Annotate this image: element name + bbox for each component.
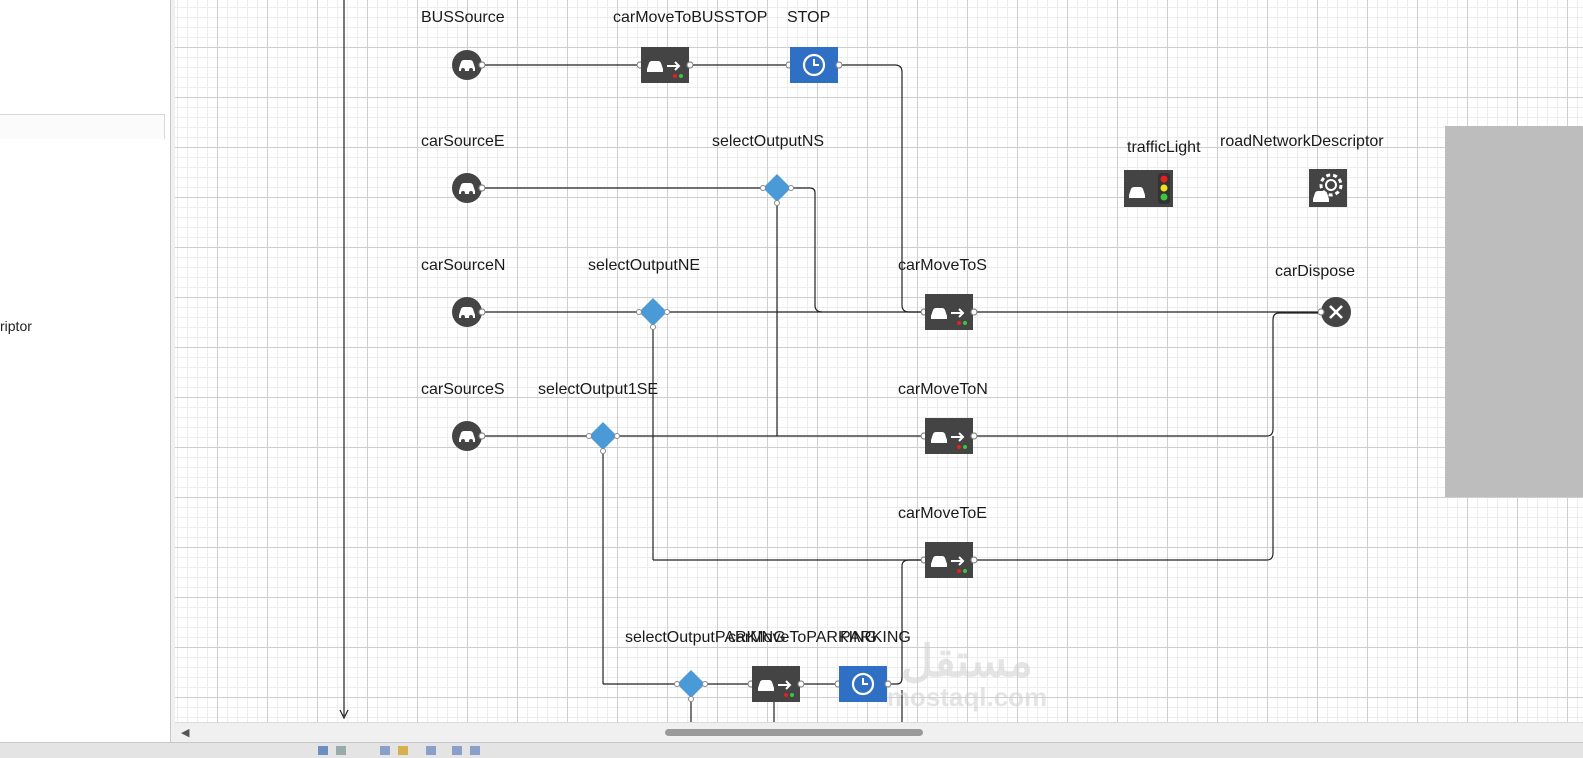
connector	[888, 559, 925, 685]
traffic-light-icon	[1124, 170, 1173, 207]
gray-area	[1445, 126, 1583, 497]
car-icon	[452, 297, 485, 327]
diamond-icon	[674, 670, 708, 702]
toolbar-icon[interactable]	[426, 746, 436, 755]
car-source-e-label: carSourceE	[421, 133, 505, 150]
car-source-s-label: carSourceS	[421, 381, 505, 398]
car-move-to-n-label: carMoveToN	[898, 381, 988, 398]
car-move-to-e-label: carMoveToE	[898, 505, 987, 522]
clock-icon	[786, 47, 842, 83]
select-output-ns-label: selectOutputNS	[712, 133, 825, 150]
toolbar-icon[interactable]	[336, 746, 346, 755]
diamond-icon	[586, 422, 620, 454]
car-source-n-label: carSourceN	[421, 257, 506, 274]
car-dispose-label: carDispose	[1275, 263, 1356, 280]
scrollbar-thumb[interactable]	[665, 729, 923, 736]
car-move-icon	[748, 666, 804, 702]
arrow-head	[339, 709, 349, 720]
connector	[792, 187, 823, 313]
car-icon	[452, 173, 485, 203]
car-icon	[452, 421, 485, 451]
panel-separator	[0, 114, 165, 139]
car-move-to-s-label: carMoveToS	[898, 257, 987, 274]
panel-item-road-network-descriptor[interactable]: riptor	[0, 318, 32, 334]
road-network-icon	[1309, 169, 1347, 207]
status-bar	[0, 742, 1583, 758]
scroll-left-icon[interactable]: ◀	[181, 727, 190, 739]
bus-source-label: BUSSource	[421, 9, 505, 26]
connector	[975, 312, 1321, 437]
select-output-parking-label: selectOutputPARKING	[625, 629, 786, 646]
car-move-to-busstop-label: carMoveToBUSSTOP	[613, 9, 768, 26]
toolbar-icon[interactable]	[318, 746, 328, 755]
car-move-icon	[921, 294, 977, 330]
toolbar-icon[interactable]	[452, 746, 462, 755]
toolbar-icon[interactable]	[380, 746, 390, 755]
toolbar-icon[interactable]	[398, 746, 408, 755]
diamond-icon	[636, 298, 670, 330]
connector	[975, 436, 1274, 561]
horizontal-scrollbar[interactable]: ◀	[175, 722, 1583, 743]
diamond-icon	[760, 174, 794, 206]
car-move-icon	[921, 542, 977, 578]
car-icon	[452, 50, 485, 80]
clock-icon	[835, 666, 891, 702]
parking-label: PARKING	[840, 629, 911, 646]
select-output-ne-label: selectOutputNE	[588, 257, 701, 274]
model-canvas[interactable]: BUSSource carSourceE carSourceN carSourc…	[175, 0, 1583, 722]
car-move-icon	[637, 47, 693, 83]
connector	[840, 64, 925, 313]
properties-panel: riptor	[0, 0, 171, 745]
car-move-icon	[921, 418, 977, 454]
stop-label: STOP	[787, 9, 831, 26]
connectors	[339, 0, 1321, 722]
dispose-icon	[1318, 297, 1351, 327]
car-move-to-parking-label: carMoveToPARKING	[728, 629, 878, 646]
select-output-1se-label: selectOutput1SE	[538, 381, 659, 398]
traffic-light-label: trafficLight	[1127, 139, 1201, 156]
toolbar-icon[interactable]	[470, 746, 480, 755]
road-network-descriptor-label: roadNetworkDescriptor	[1220, 133, 1384, 150]
